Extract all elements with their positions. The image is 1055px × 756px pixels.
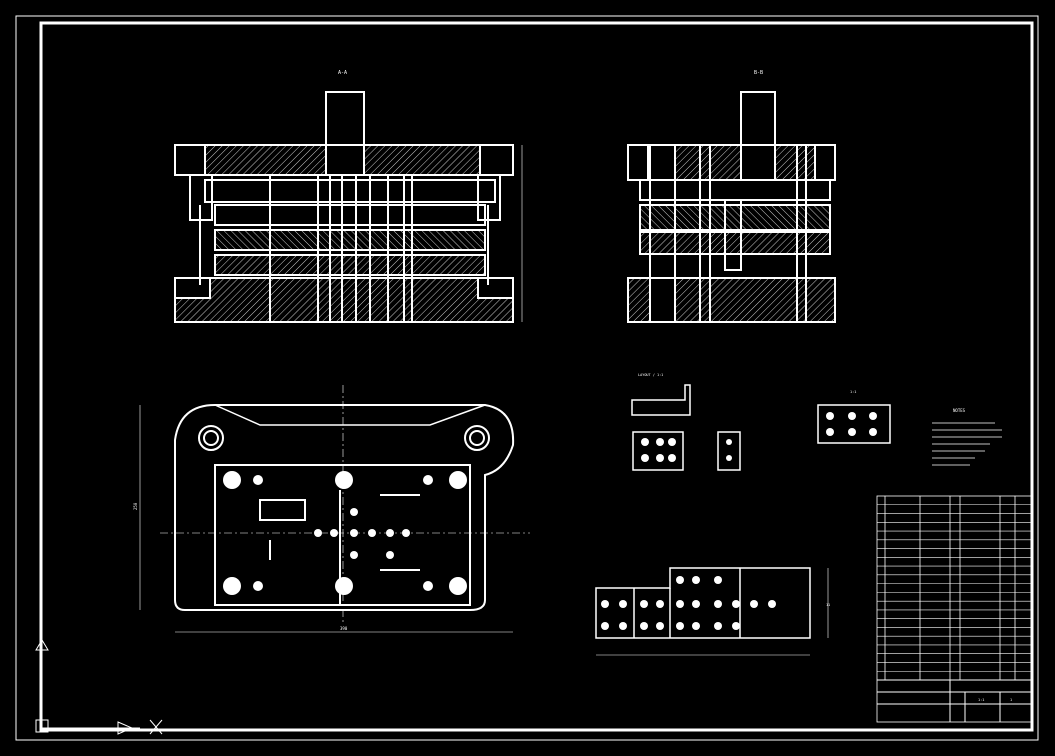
title-scale: 1:1: [978, 698, 984, 702]
part-sketch-holes: [641, 438, 732, 462]
plan-view: [139, 385, 530, 633]
title-sheet: 1: [1010, 698, 1012, 702]
strip-dim: 11: [826, 603, 830, 607]
bom-rows: [877, 504, 1031, 672]
front-section-label: A-A: [338, 70, 347, 76]
plan-dim-width: 390: [340, 626, 348, 631]
side-section-label: B-B: [754, 70, 763, 76]
plan-dim-height: 250: [133, 502, 138, 510]
part-sketch-title: LAYOUT / 1:1: [638, 373, 663, 377]
inner-border: [39, 21, 1034, 732]
small-part-view: [817, 404, 891, 444]
strip-holes: [601, 576, 776, 630]
title-block: [877, 679, 1031, 722]
outer-border: [15, 15, 1039, 741]
ucs-axis-icon[interactable]: [35, 605, 163, 735]
notes-title: NOTES: [953, 408, 966, 413]
bom-table: [876, 495, 1032, 723]
side-section-view: [627, 91, 836, 323]
notes-lines: [932, 422, 1002, 466]
plan-holes: [223, 471, 467, 595]
small-view-label: 1:1: [850, 390, 856, 394]
strip-layout: [595, 567, 829, 656]
part-sketch: [631, 384, 741, 471]
small-part-holes: [826, 412, 877, 436]
front-section-view: [174, 91, 523, 323]
